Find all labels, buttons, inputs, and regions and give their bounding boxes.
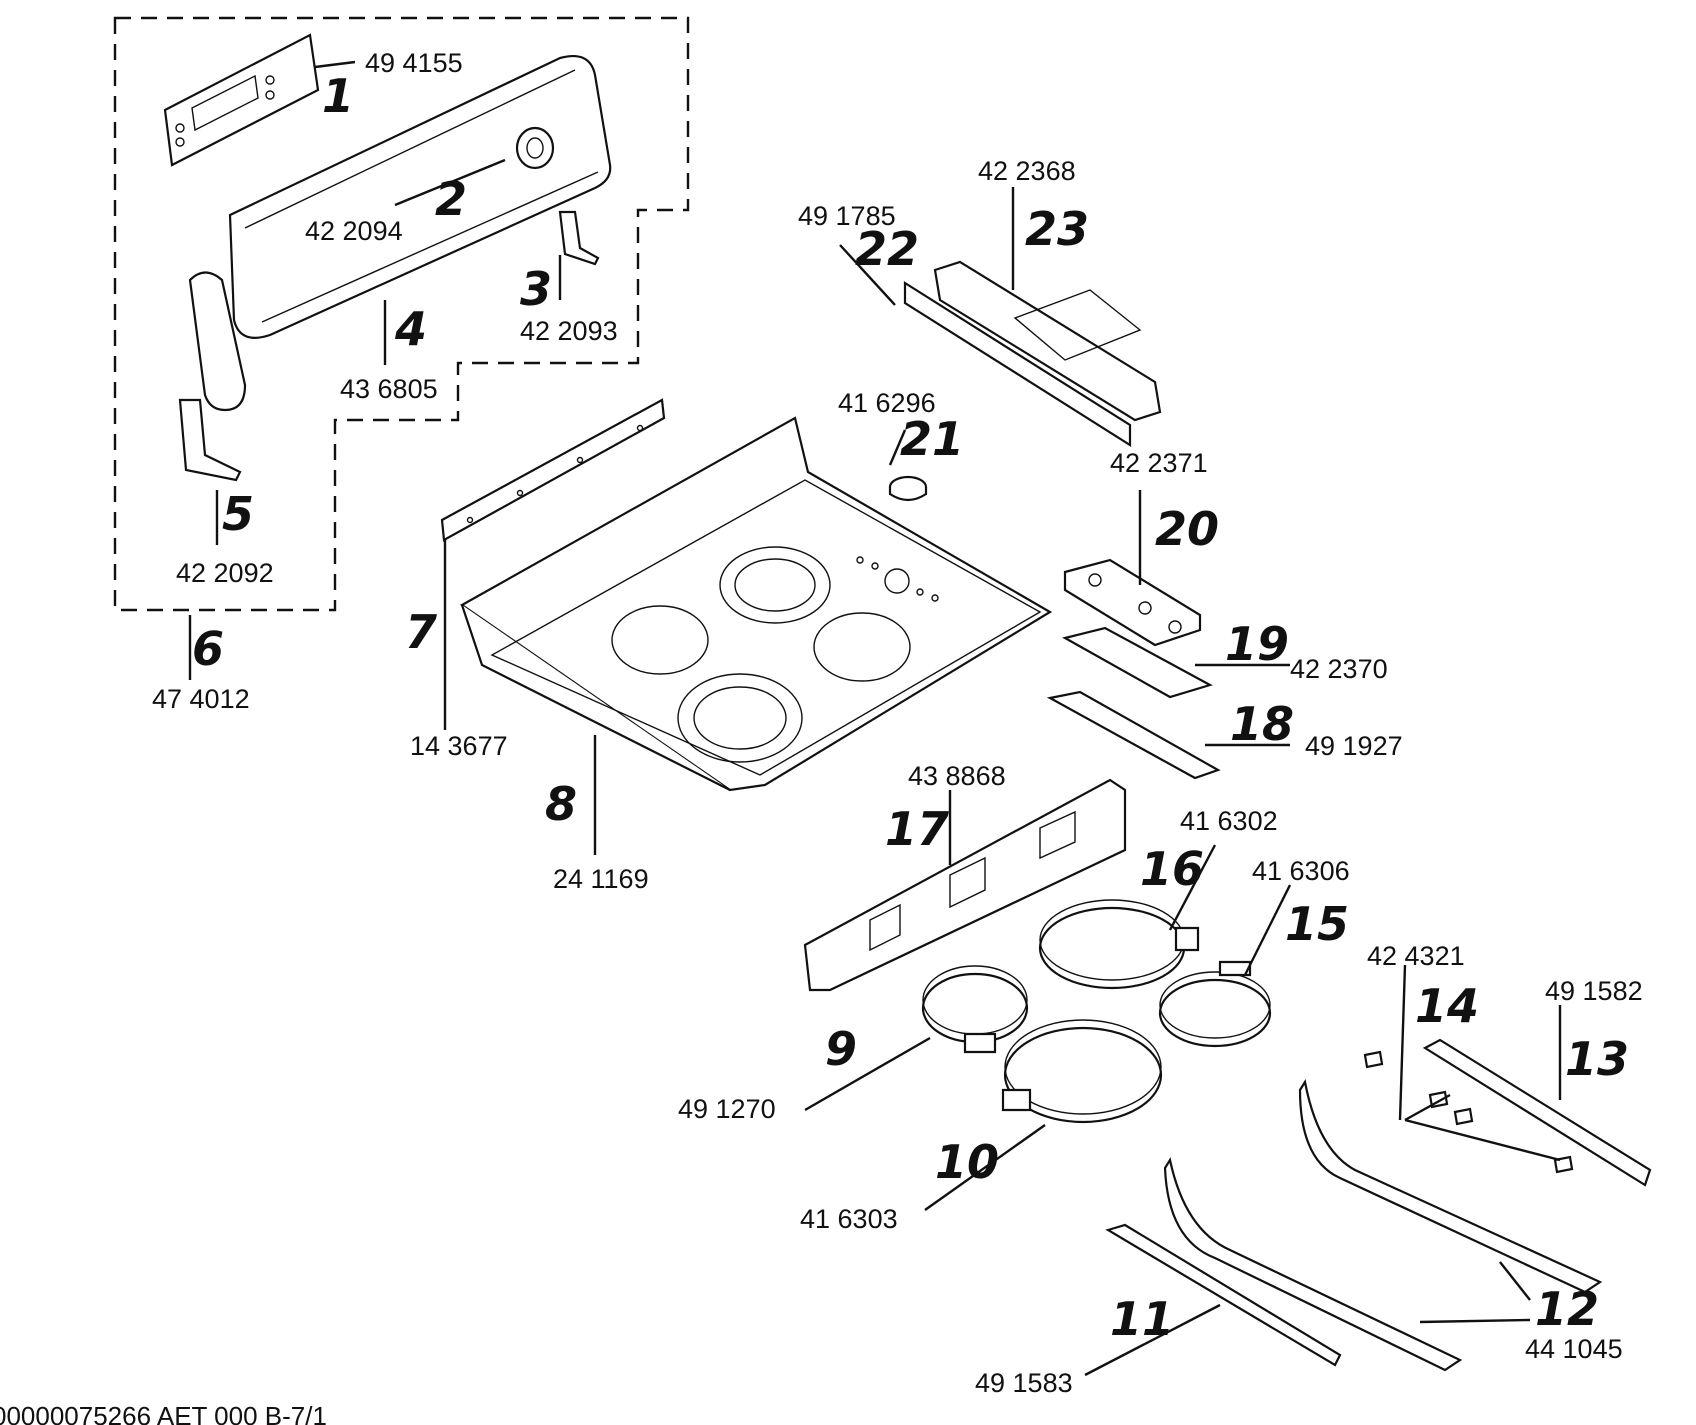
ref-number-23: 23 — [1025, 202, 1089, 256]
ref-number-15: 15 — [1285, 897, 1349, 951]
part-11-rail — [1105, 1223, 1342, 1367]
ref-number-14: 14 — [1415, 979, 1479, 1033]
ref-number-8: 8 — [545, 777, 577, 831]
part-number-23: 42 2368 — [978, 156, 1076, 186]
part-12-frame — [1163, 1079, 1603, 1372]
part-13-rail — [1422, 1038, 1652, 1187]
ref-number-21: 21 — [900, 412, 964, 466]
ref-number-17: 17 — [885, 802, 949, 856]
callout-labels: 49 4155 1 42 2094 2 3 42 2093 4 43 6805 … — [0, 48, 1643, 1425]
part-5-end-bracket — [178, 398, 242, 482]
ref-number-22: 22 — [855, 222, 919, 276]
part-number-21: 41 6296 — [838, 388, 936, 418]
part-number-3: 42 2093 — [520, 316, 618, 346]
part-number-5: 42 2092 — [176, 558, 274, 588]
ref-number-11: 11 — [1110, 1292, 1174, 1346]
part-number-22: 49 1785 — [798, 201, 896, 231]
drawing-id: 00000075266 AET 000 B-7/1 — [0, 1401, 327, 1425]
part-21-knob — [888, 475, 928, 502]
ref-number-6: 6 — [192, 622, 224, 676]
part-18-trim — [1046, 690, 1221, 780]
part-number-12: 44 1045 — [1525, 1334, 1623, 1364]
ref-number-12: 12 — [1535, 1282, 1599, 1336]
part-1-control-board — [163, 33, 320, 167]
part-19-bracket — [1062, 626, 1213, 699]
part-22-rear-panel — [903, 281, 1132, 447]
part-8-cooktop — [459, 416, 1053, 792]
part-15-element — [1158, 960, 1272, 1048]
part-number-11: 49 1583 — [975, 1368, 1073, 1398]
part-number-8: 24 1169 — [553, 864, 649, 894]
ref-number-3: 3 — [520, 262, 552, 316]
ref-number-7: 7 — [405, 605, 437, 659]
part-number-4: 43 6805 — [340, 374, 438, 404]
part-number-13: 49 1582 — [1545, 976, 1643, 1006]
part-20-switch-board — [1063, 558, 1202, 647]
ref-number-2: 2 — [435, 172, 467, 226]
ref-number-9: 9 — [825, 1022, 857, 1076]
ref-number-5: 5 — [222, 487, 254, 541]
part-number-17: 43 8868 — [908, 761, 1006, 791]
ref-number-19: 19 — [1225, 617, 1289, 671]
part-7-strip — [440, 398, 666, 542]
leader-lines — [188, 60, 1562, 1377]
ref-number-20: 20 — [1155, 502, 1219, 556]
ref-number-4: 4 — [394, 302, 427, 356]
part-number-15: 41 6306 — [1252, 856, 1350, 886]
ref-number-13: 13 — [1565, 1032, 1629, 1086]
ref-number-1: 1 — [322, 69, 354, 123]
ref-number-16: 16 — [1140, 842, 1204, 896]
part-number-20: 42 2371 — [1110, 448, 1208, 478]
ref-number-18: 18 — [1230, 697, 1294, 751]
assembly-6-boundary — [113, 16, 690, 612]
part-10-element — [1001, 1019, 1163, 1124]
part-3-end-bracket — [558, 210, 600, 266]
part-16-element — [1038, 899, 1200, 990]
part-number-19: 42 2370 — [1290, 654, 1388, 684]
part-23-channel — [933, 260, 1162, 422]
part-number-7: 14 3677 — [410, 731, 508, 761]
part-4-end-cap — [188, 271, 247, 412]
part-2-console — [228, 54, 612, 339]
part-number-18: 49 1927 — [1305, 731, 1403, 761]
part-number-2: 42 2094 — [305, 216, 403, 246]
ref-number-10: 10 — [935, 1135, 999, 1189]
part-number-9: 49 1270 — [678, 1094, 776, 1124]
part-number-14: 42 4321 — [1367, 941, 1465, 971]
part-9-element — [921, 965, 1029, 1054]
part-number-10: 41 6303 — [800, 1204, 898, 1234]
part-number-6: 47 4012 — [152, 684, 250, 714]
part-17-control-bracket — [803, 778, 1127, 992]
part-number-16: 41 6302 — [1180, 806, 1278, 836]
part-number-1: 49 4155 — [365, 48, 463, 78]
